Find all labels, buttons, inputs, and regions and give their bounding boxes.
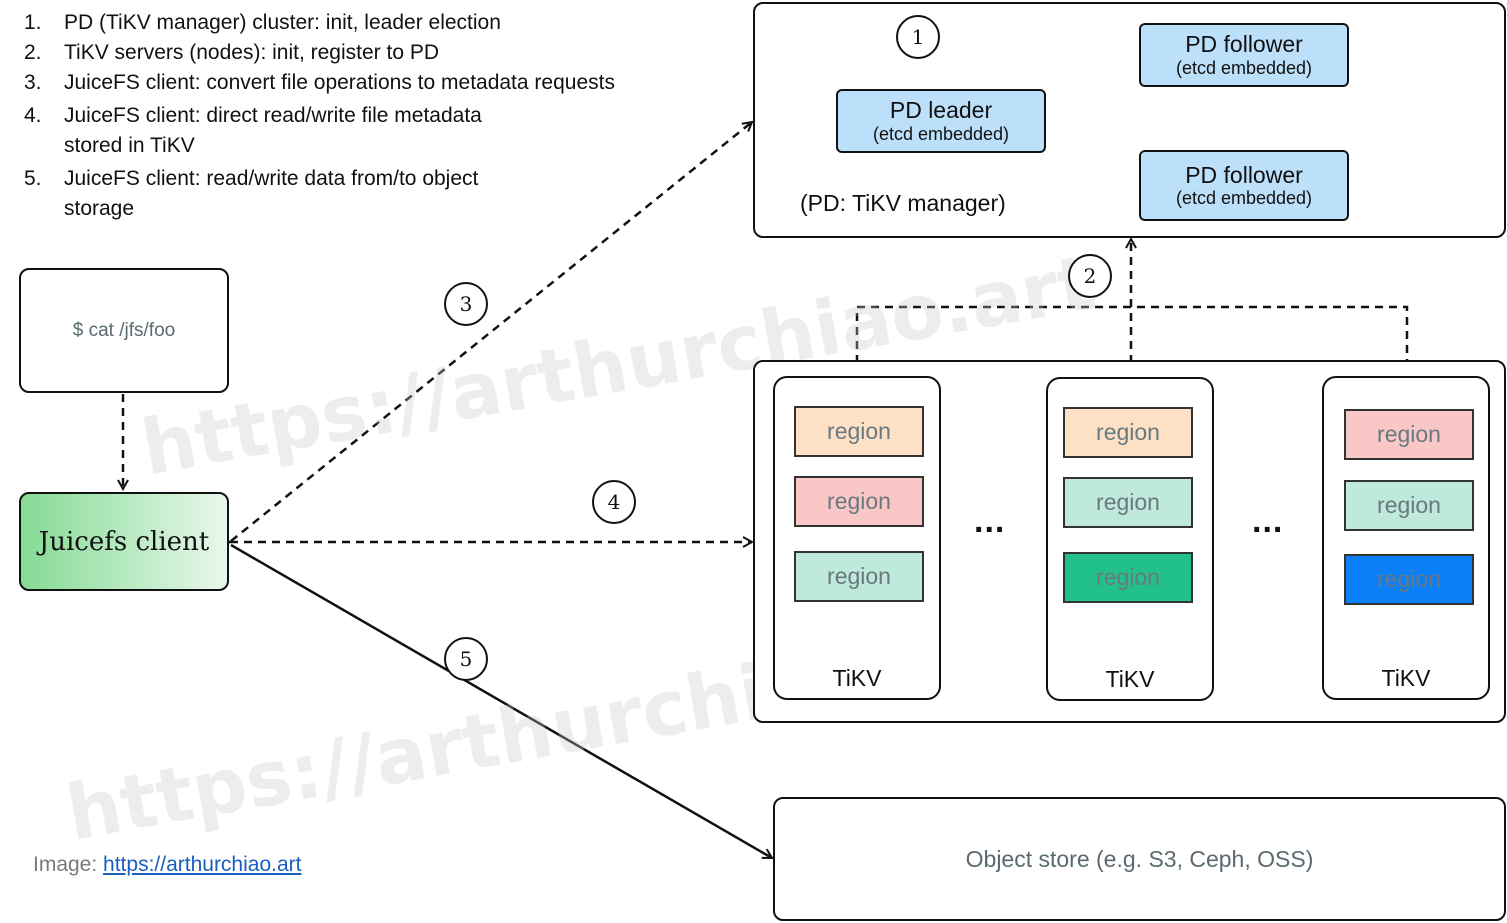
- step-item: 3.JuiceFS client: convert file operation…: [24, 71, 615, 94]
- tikv-node-label: TiKV: [1381, 665, 1431, 691]
- region-block: region: [1344, 480, 1474, 531]
- step-marker-5: 5: [444, 637, 488, 681]
- pd-caption: (PD: TiKV manager): [800, 190, 1006, 216]
- ellipsis: ...: [974, 502, 1006, 540]
- shell-command-box: $ cat /jfs/foo: [19, 268, 229, 393]
- juicefs-client-label: Juicefs client: [38, 526, 210, 557]
- step-list: 1.PD (TiKV manager) cluster: init, leade…: [24, 8, 684, 224]
- tikv-node-label: TiKV: [1105, 666, 1155, 692]
- region-block: region: [794, 476, 924, 527]
- region-block: region: [1344, 554, 1474, 605]
- client-to-objectstore-arrow: [230, 543, 772, 860]
- shell-command-text: $ cat /jfs/foo: [72, 319, 176, 341]
- step-marker-4: 4: [592, 480, 636, 524]
- tikv-bus-line: [855, 305, 1409, 377]
- ellipsis-2: ...: [1252, 502, 1284, 540]
- region-block: region: [1063, 407, 1193, 458]
- pd-follower-box: PD follower (etcd embedded): [1139, 23, 1349, 87]
- credit-link[interactable]: https://arthurchiao.art: [103, 853, 302, 876]
- step-item: 5.JuiceFS client: read/write data from/t…: [24, 167, 479, 220]
- step-marker-2: 2: [1068, 254, 1112, 298]
- step-item: 4.JuiceFS client: direct read/write file…: [24, 104, 482, 157]
- step-marker-1: 1: [896, 15, 940, 59]
- pd-leader-box: PD leader (etcd embedded): [836, 89, 1046, 153]
- region-block: region: [1344, 409, 1474, 460]
- credit-prefix: Image:: [33, 853, 104, 876]
- pd-follower-box-2: PD follower (etcd embedded): [1139, 150, 1349, 221]
- region-block: region: [794, 551, 924, 602]
- object-store-box: Object store (e.g. S3, Ceph, OSS): [773, 797, 1506, 921]
- region-block: region: [794, 406, 924, 457]
- object-store-label: Object store (e.g. S3, Ceph, OSS): [965, 845, 1314, 872]
- step-item: 1.PD (TiKV manager) cluster: init, leade…: [24, 11, 501, 34]
- juicefs-client-box: Juicefs client: [19, 492, 229, 591]
- region-block: region: [1063, 552, 1193, 603]
- step-marker-3: 3: [444, 282, 488, 326]
- step-item: 2.TiKV servers (nodes): init, register t…: [24, 41, 440, 64]
- tikv-node-label: TiKV: [832, 665, 882, 691]
- region-block: region: [1063, 477, 1193, 528]
- image-credit: Image: https://arthurchiao.art: [33, 853, 301, 877]
